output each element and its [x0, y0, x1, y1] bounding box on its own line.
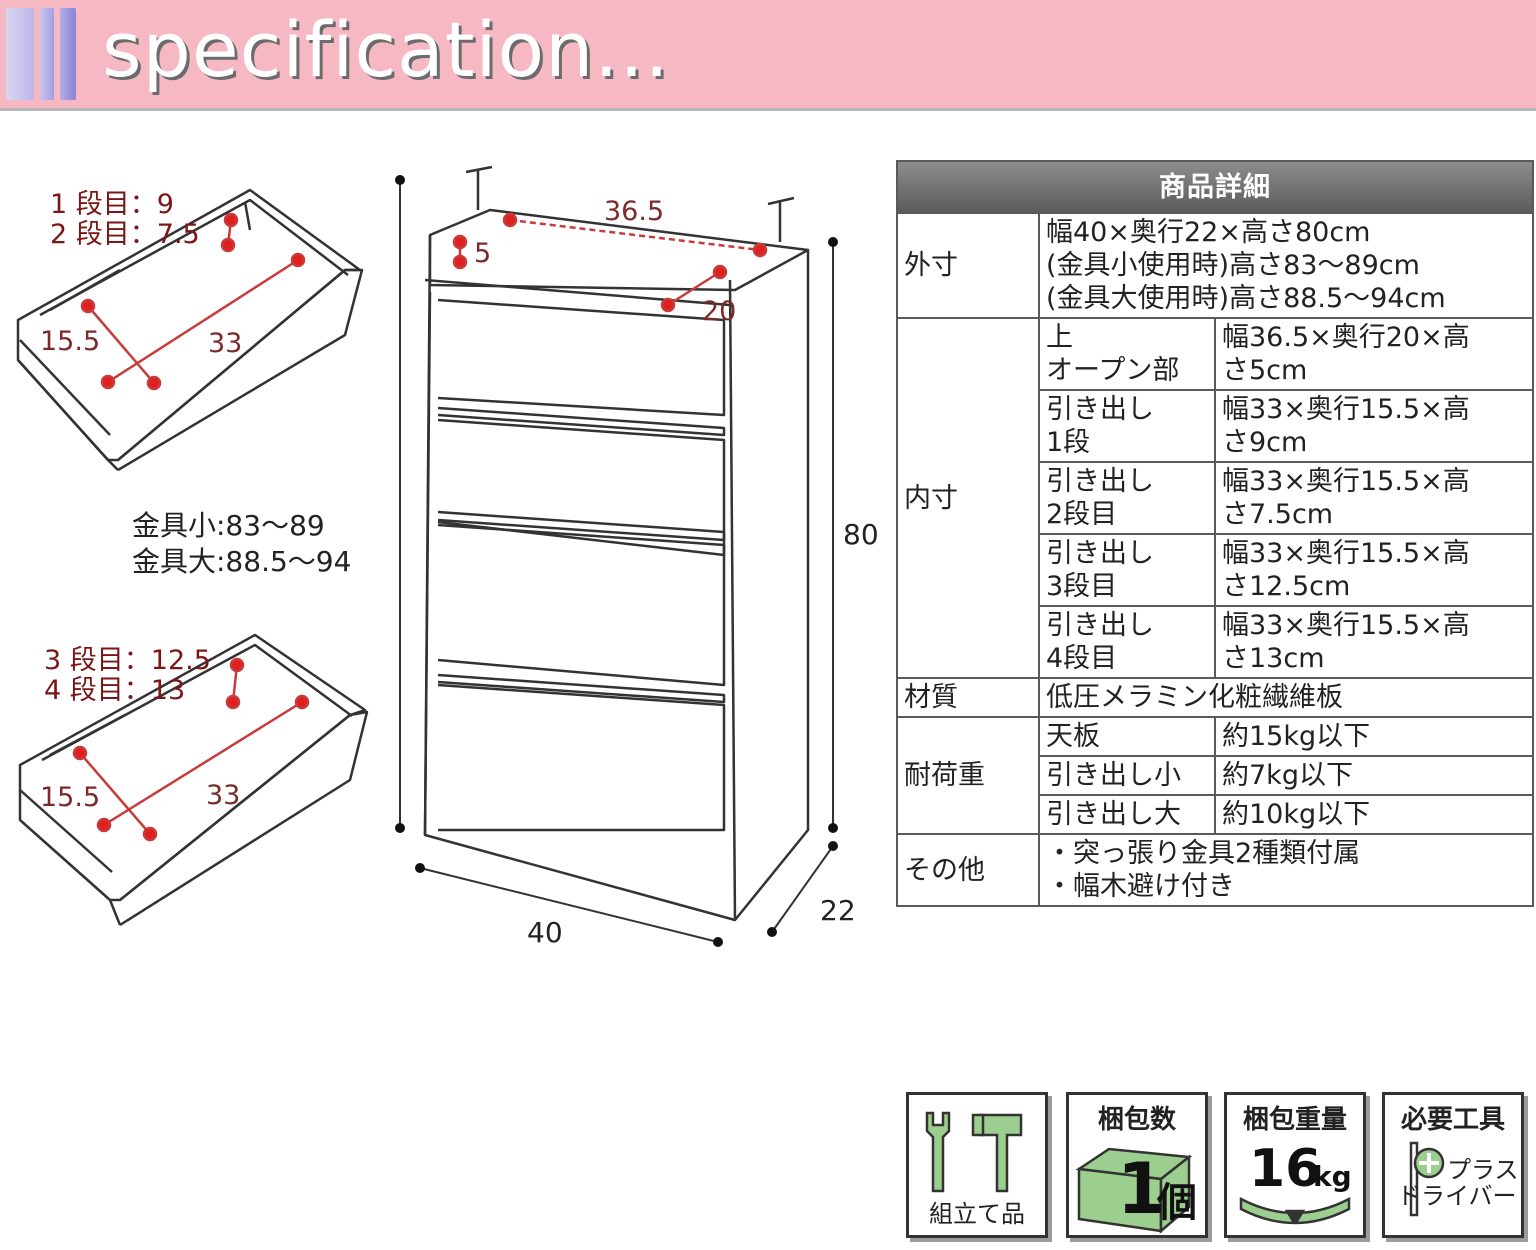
- load-row-name: 引き出し小: [1038, 755, 1216, 796]
- drawer-1-height-label: 1 段目：9: [50, 189, 174, 220]
- table-row: その他 ・突っ張り金具2種類付属 ・幅木避け付き: [896, 833, 1534, 907]
- drawer-2-height-label: 2 段目：7.5: [50, 219, 200, 250]
- inner-row-value: 幅33×奥行15.5×高 さ7.5cm: [1214, 461, 1534, 535]
- screwdriver-icon: [1409, 1141, 1445, 1217]
- package-count-unit: 個: [1157, 1180, 1197, 1226]
- table-row: 引き出し小 約7kg以下: [897, 755, 1534, 796]
- drawer-3-height-label: 3 段目：12.5: [44, 645, 211, 676]
- inner-row-name: 引き出し 3段目: [1038, 533, 1216, 607]
- inner-dimensions-label: 内寸: [896, 317, 1040, 679]
- header-banner: specification...: [0, 0, 1536, 111]
- table-row: 引き出し大 約10kg以下: [897, 794, 1534, 835]
- table-row: 引き出し 3段目 幅33×奥行15.5×高 さ12.5cm: [897, 533, 1534, 607]
- interior-dimension-markers: [72, 212, 768, 842]
- load-capacity-label: 耐荷重: [896, 716, 1040, 835]
- load-row-value: 約7kg以下: [1214, 755, 1534, 796]
- table-row: 耐荷重 天板 約15kg以下: [896, 716, 1534, 835]
- package-count-badge: 梱包数 1 個: [1066, 1092, 1208, 1238]
- load-row-name: 天板: [1038, 716, 1216, 757]
- outer-dimensions-label: 外寸: [896, 212, 1040, 319]
- drawer-top-width-label: 33: [208, 328, 243, 359]
- table-row: 引き出し 4段目 幅33×奥行15.5×高 さ13cm: [897, 605, 1534, 679]
- table-row: 内寸 上 オープン部 幅36.5×奥行20×高 さ5cm: [896, 317, 1534, 679]
- required-tools-line1: プラス: [1447, 1156, 1519, 1184]
- box-icon: [1075, 1147, 1193, 1234]
- table-row: 外寸 幅40×奥行22×高さ80cm (金具小使用時)高さ83～89cm (金具…: [896, 212, 1534, 319]
- table-header: 商品詳細: [896, 160, 1534, 214]
- overall-dimension-endpoints: [395, 175, 838, 947]
- header-decoration-bar: [40, 8, 54, 100]
- fitting-large-label: 金具大:88.5～94: [132, 545, 352, 578]
- other-label: その他: [896, 833, 1040, 907]
- drawer-bottom-width-label: 33: [206, 780, 241, 811]
- overall-dimension-lines: [399, 180, 834, 943]
- package-weight-title: 梱包重量: [1242, 1105, 1347, 1135]
- line-drawing: [16, 165, 838, 947]
- table-row: 引き出し 2段目 幅33×奥行15.5×高 さ7.5cm: [897, 461, 1534, 535]
- page-title: specification...: [102, 5, 670, 94]
- tools-icon: [925, 1111, 1023, 1193]
- inner-row-value: 幅33×奥行15.5×高 さ9cm: [1214, 389, 1534, 463]
- inner-row-value: 幅33×奥行15.5×高 さ12.5cm: [1214, 533, 1534, 607]
- required-tools-badge: 必要工具 プラス ドライバー: [1382, 1092, 1524, 1238]
- table-row: 引き出し 1段 幅33×奥行15.5×高 さ9cm: [897, 389, 1534, 463]
- package-weight-number: 16: [1249, 1139, 1322, 1199]
- drawer-top-drawing: [16, 188, 364, 472]
- inner-row-name: 上 オープン部: [1038, 317, 1216, 391]
- cabinet-height-label: 80: [843, 518, 879, 551]
- package-count-title: 梱包数: [1097, 1105, 1176, 1135]
- load-row-name: 引き出し大: [1038, 794, 1216, 835]
- required-tools-line2: ドライバー: [1397, 1182, 1517, 1210]
- load-row-value: 約10kg以下: [1214, 794, 1534, 835]
- scale-icon: [1239, 1196, 1351, 1225]
- drawer-bottom-depth-label: 15.5: [40, 782, 101, 813]
- drawer-bottom-drawing: [18, 633, 369, 927]
- inner-row-value: 幅36.5×奥行20×高 さ5cm: [1214, 317, 1534, 391]
- assembly-badge: 組立て品: [906, 1092, 1048, 1238]
- header-decoration-bar: [60, 8, 76, 100]
- table-row: 材質 低圧メラミン化粧繊維板: [896, 677, 1534, 718]
- inner-row-name: 引き出し 1段: [1038, 389, 1216, 463]
- load-row-value: 約15kg以下: [1214, 716, 1534, 757]
- drawer-4-height-label: 4 段目：13: [44, 675, 186, 706]
- inner-row-name: 引き出し 4段目: [1038, 605, 1216, 679]
- material-label: 材質: [896, 677, 1040, 718]
- outer-dimensions-value: 幅40×奥行22×高さ80cm (金具小使用時)高さ83～89cm (金具大使用…: [1038, 212, 1534, 319]
- other-value: ・突っ張り金具2種類付属 ・幅木避け付き: [1038, 833, 1534, 907]
- cabinet-depth-label: 22: [820, 894, 856, 927]
- fitting-heights: 金具小:83～89 金具大:88.5～94: [132, 508, 351, 580]
- package-weight-unit: kg: [1313, 1160, 1352, 1193]
- assembly-label: 組立て品: [929, 1200, 1025, 1228]
- open-width-label: 36.5: [604, 196, 665, 227]
- open-depth-label: 20: [702, 296, 737, 327]
- package-count-number: 1: [1117, 1148, 1166, 1230]
- required-tools-title: 必要工具: [1400, 1105, 1505, 1135]
- inner-row-value: 幅33×奥行15.5×高 さ13cm: [1214, 605, 1534, 679]
- fitting-small-label: 金具小:83～89: [132, 509, 325, 542]
- cabinet-drawing: [423, 165, 810, 922]
- product-detail-table: 商品詳細 外寸 幅40×奥行22×高さ80cm (金具小使用時)高さ83～89c…: [896, 160, 1534, 907]
- material-value: 低圧メラミン化粧繊維板: [1038, 677, 1534, 718]
- open-height-label: 5: [474, 238, 492, 269]
- header-decoration-bar: [6, 8, 34, 100]
- inner-row-name: 引き出し 2段目: [1038, 461, 1216, 535]
- cabinet-width-label: 40: [527, 916, 563, 949]
- package-weight-badge: 梱包重量 16 kg: [1224, 1092, 1366, 1238]
- dimension-drawing: 1 段目：9 2 段目：7.5 15.5 33 金具小:83～89 金具大:88…: [0, 130, 890, 970]
- drawer-top-depth-label: 15.5: [40, 326, 101, 357]
